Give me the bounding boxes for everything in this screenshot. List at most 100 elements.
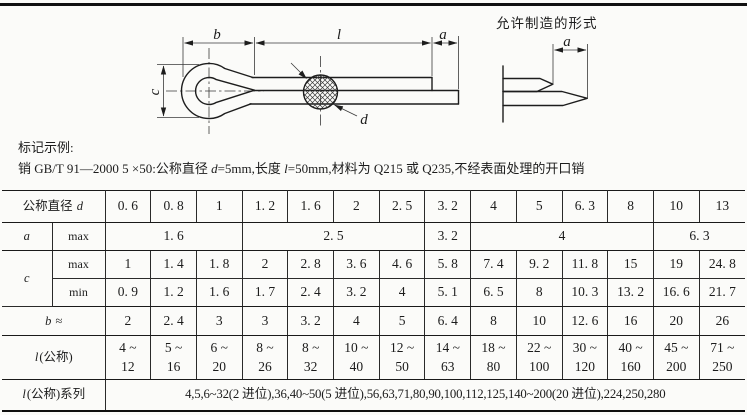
table-cell: 8	[607, 190, 654, 223]
table-cell: 3	[195, 306, 243, 336]
table-cell: 1. 6	[104, 222, 243, 251]
tip-detail-lower-prong	[502, 90, 588, 107]
table-cell: 4	[333, 306, 380, 336]
table-cell: 7. 4	[470, 250, 517, 279]
table-cell: b ≈	[2, 306, 106, 336]
table-cell: 5. 1	[424, 278, 472, 307]
table-cell: 19	[652, 250, 700, 279]
table-cell: 2. 4	[287, 278, 335, 307]
table-cell: 公称直径 d	[2, 190, 106, 223]
table-cell: 1. 8	[195, 250, 243, 279]
table-cell: 4,5,6~32(2 进位),36,40~50(5 进位),56,63,71,8…	[104, 379, 745, 412]
table-cell: 2	[241, 250, 289, 279]
dim-label-l: l	[337, 27, 341, 43]
table-cell: 2. 5	[241, 222, 426, 251]
tip-detail-view: a	[502, 34, 588, 123]
dim-label-c: c	[147, 88, 163, 95]
technical-drawing: b l a c d a	[147, 27, 588, 134]
table-cell: 5	[515, 190, 563, 223]
table-cell: 30 ~ 120	[561, 335, 609, 380]
table-cell: 6 ~ 20	[195, 335, 243, 380]
table-cell: 20	[652, 306, 700, 336]
table-cell: 1. 4	[150, 250, 197, 279]
table-cell: 13	[698, 190, 745, 223]
marking-example: 销 GB/T 91—2000 5 ×50:公称直径 d=5mm,长度 l=50m…	[18, 158, 584, 177]
table-cell: 4	[470, 222, 654, 251]
table-cell: 5	[378, 306, 426, 336]
table-cell: 40 ~ 160	[607, 335, 654, 380]
table-cell: 15	[607, 250, 654, 279]
allowed-form-title: 允许制造的形式	[496, 16, 598, 31]
table-cell: 8 ~ 26	[241, 335, 289, 380]
table-cell: 0. 6	[104, 190, 152, 223]
table-cell: 3. 2	[424, 222, 472, 251]
table-cell: 2. 8	[287, 250, 335, 279]
table-cell: 3. 2	[333, 278, 380, 307]
cotter-pin-main-view: b l a c d	[147, 27, 460, 134]
marking-example-segment: l	[284, 161, 288, 176]
d-leader-arrow	[334, 104, 358, 117]
table-cell: 6. 3	[561, 190, 609, 223]
table-cell: l(公称)系列	[2, 379, 106, 412]
table-cell: 21. 7	[698, 278, 745, 307]
table-cell: 4	[378, 278, 426, 307]
table-cell: 0. 9	[104, 278, 152, 307]
table-cell: c	[2, 250, 53, 307]
table-cell: 1. 7	[241, 278, 289, 307]
dim-label-a-tip: a	[563, 34, 571, 50]
table-cell: 1. 2	[241, 190, 289, 223]
table-cell: 6. 3	[652, 222, 745, 251]
page-top-rule	[0, 3, 747, 6]
table-cell: 10. 3	[561, 278, 609, 307]
table-cell: 1	[104, 250, 152, 279]
table-cell: 1. 2	[150, 278, 197, 307]
section-leader-arrow	[290, 62, 307, 79]
table-cell: 2. 4	[150, 306, 197, 336]
table-cell: l(公称)	[2, 335, 106, 380]
table-cell: 6. 5	[470, 278, 517, 307]
table-cell: a	[2, 222, 53, 251]
table-cell: 18 ~ 80	[470, 335, 517, 380]
table-cell: 12. 6	[561, 306, 609, 336]
table-cell: 10 ~ 40	[333, 335, 380, 380]
table-cell: 10	[652, 190, 700, 223]
table-cell: 14 ~ 63	[424, 335, 472, 380]
table-cell: 45 ~ 200	[652, 335, 700, 380]
table-cell: 2. 5	[378, 190, 426, 223]
dim-label-b: b	[213, 27, 221, 43]
table-cell: 4	[470, 190, 517, 223]
marking-example-segment: =5mm,长度	[217, 161, 285, 176]
table-cell: max	[51, 250, 106, 279]
table-cell: 5 ~ 16	[150, 335, 197, 380]
dim-label-d: d	[360, 112, 368, 128]
dim-label-a: a	[439, 27, 447, 43]
table-cell: 6. 4	[424, 306, 472, 336]
table-cell: 24. 8	[698, 250, 745, 279]
table-cell: 11. 8	[561, 250, 609, 279]
table-cell: 1. 6	[195, 278, 243, 307]
table-cell: 5. 8	[424, 250, 472, 279]
table-cell: 13. 2	[607, 278, 654, 307]
table-cell: 22 ~ 100	[515, 335, 563, 380]
marking-example-title: 标记示例:	[18, 140, 74, 155]
table-cell: 71 ~ 250	[698, 335, 745, 380]
table-cell: 4 ~ 12	[104, 335, 152, 380]
tip-detail-upper-prong	[502, 77, 554, 93]
table-cell: 2	[333, 190, 380, 223]
table-cell: 8 ~ 32	[287, 335, 335, 380]
table-cell: 3. 2	[424, 190, 472, 223]
eye-loop-inner	[194, 76, 256, 106]
table-cell: 3	[241, 306, 289, 336]
table-cell: 1	[195, 190, 243, 223]
table-cell: 0. 8	[150, 190, 197, 223]
table-cell: 4. 6	[378, 250, 426, 279]
eye-loop-outer	[180, 62, 254, 120]
